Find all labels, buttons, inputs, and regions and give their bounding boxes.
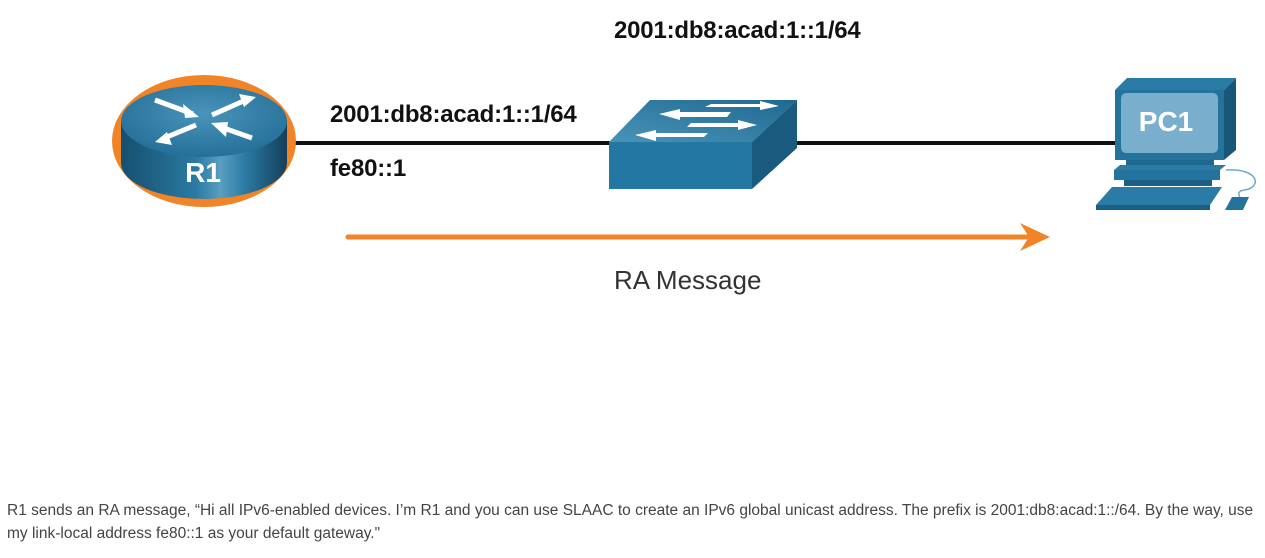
pc-monitor-top — [1115, 78, 1236, 90]
switch[interactable] — [609, 100, 797, 189]
switch-top-address-label: 2001:db8:acad:1::1/64 — [614, 17, 861, 44]
caption-text: R1 sends an RA message, “Hi all IPv6-ena… — [7, 502, 1254, 542]
pc-label: PC1 — [1139, 106, 1193, 137]
pc-mouse-cable — [1225, 169, 1256, 198]
switch-arrows-icon — [635, 101, 779, 141]
ra-message-arrow — [345, 223, 1050, 251]
pc-stand — [1126, 160, 1214, 166]
pc-base-top — [1114, 165, 1226, 170]
router-label: R1 — [185, 157, 221, 188]
router-top — [121, 85, 287, 157]
pc-keyboard — [1096, 187, 1222, 205]
pc-base-lower — [1124, 180, 1212, 186]
pc-base — [1114, 170, 1220, 180]
pc-screen — [1121, 93, 1218, 153]
switch-side — [752, 100, 797, 189]
pc-pc1[interactable]: PC1 — [1096, 78, 1256, 210]
r1-link-local-label: fe80::1 — [330, 155, 406, 182]
router-r1[interactable]: R1 — [112, 75, 296, 207]
pc-mouse — [1225, 197, 1249, 210]
switch-front — [609, 142, 752, 189]
router-arrows-icon — [154, 94, 256, 145]
r1-global-unicast-label: 2001:db8:acad:1::1/64 — [330, 101, 577, 128]
pc-monitor-side — [1224, 78, 1236, 160]
ra-message-label: RA Message — [614, 265, 762, 295]
pc-keyboard-front — [1096, 205, 1210, 210]
